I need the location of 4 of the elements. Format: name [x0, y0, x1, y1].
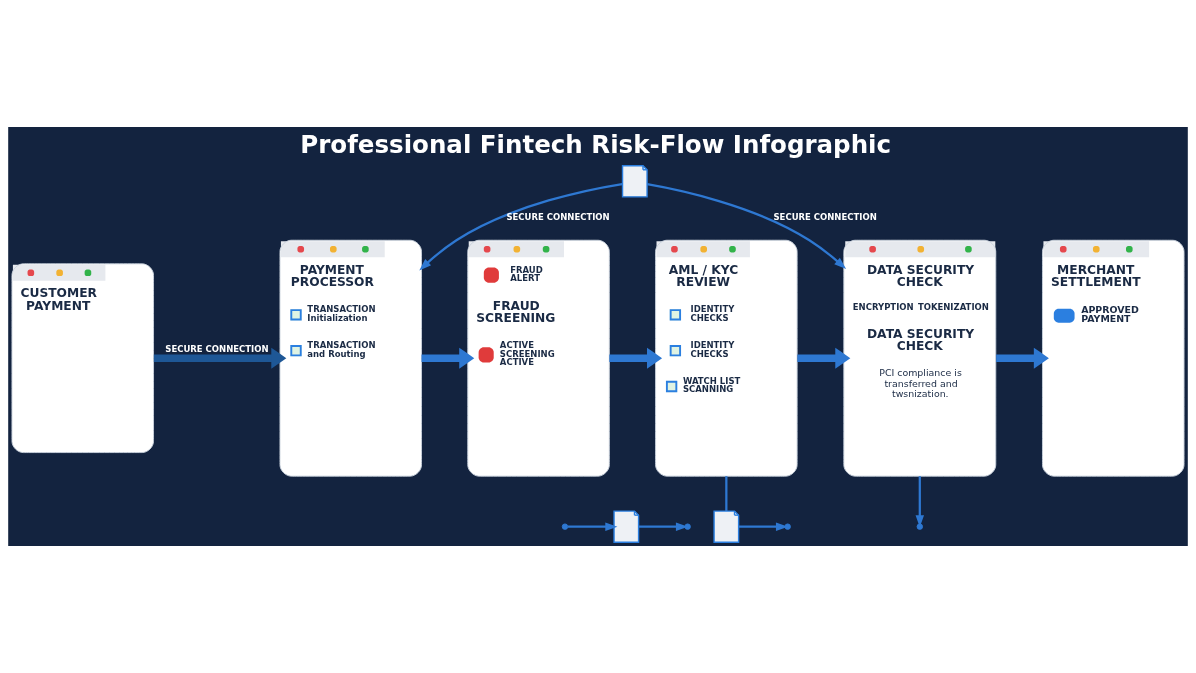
edge-label: SECURE CONNECTION — [165, 343, 269, 354]
edge-label: SECURE CONNECTION — [506, 211, 610, 222]
diagram-title: Professional Fintech Risk-Flow Infographic — [300, 130, 892, 160]
edge-label: SECURE CONNECTION — [773, 211, 877, 222]
